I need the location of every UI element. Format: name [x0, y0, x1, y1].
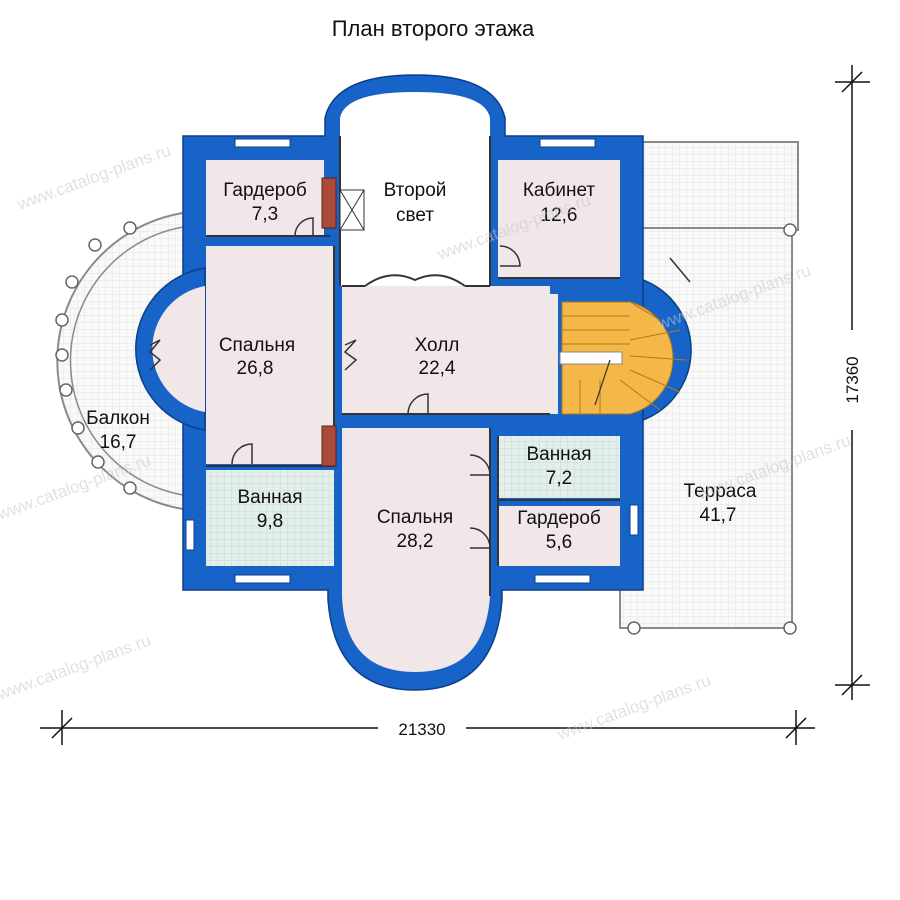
room-garderob1-name: Гардероб [223, 180, 307, 201]
watermark: www.catalog-plans.ru [554, 671, 713, 744]
room-cabinet-name: Кабинет [523, 180, 596, 201]
room-bedroom1-area: 26,8 [237, 358, 274, 379]
room-terrace-name: Терраса [684, 481, 757, 502]
staircase [559, 301, 687, 415]
arched-opening [364, 274, 466, 287]
room-bath1-name: Ванная [237, 487, 302, 508]
watermark: www.catalog-plans.ru [0, 631, 153, 704]
room-garderob1-area: 7,3 [252, 204, 278, 225]
room-garderob2-area: 5,6 [546, 532, 572, 553]
room-balcony-name: Балкон [86, 408, 150, 429]
windows [185, 138, 639, 584]
room-garderob2-name: Гардероб [517, 508, 601, 529]
room-hall-area: 22,4 [419, 358, 456, 379]
balcony-railing-posts [55, 221, 137, 495]
room-bath2-name: Ванная [526, 444, 591, 465]
balcony-area [55, 210, 191, 512]
room-balcony-area: 16,7 [100, 432, 137, 453]
watermark: www.catalog-plans.ru [14, 141, 173, 214]
room-bath1-area: 9,8 [257, 511, 283, 532]
room-hall-name: Холл [415, 335, 460, 356]
room-labels: Гардероб 7,3 Второй свет Кабинет 12,6 Сп… [86, 180, 757, 553]
room-second-light-name: Второй [384, 180, 447, 201]
room-bedroom2-name: Спальня [377, 507, 453, 528]
dimension-height-label: 17360 [843, 356, 862, 403]
terrace-area [619, 141, 799, 635]
doors [148, 217, 691, 549]
room-cabinet-area: 12,6 [541, 205, 578, 226]
room-bedroom1-name: Спальня [219, 335, 295, 356]
room-bedroom2-area: 28,2 [397, 531, 434, 552]
dimension-width-label: 21330 [398, 720, 445, 739]
chimney [321, 177, 365, 467]
room-second-light-name2: свет [396, 205, 434, 226]
room-bath2-area: 7,2 [546, 468, 572, 489]
room-terrace-area: 41,7 [700, 505, 737, 526]
room-floors [206, 92, 620, 672]
plan-title: План второго этажа [332, 16, 535, 41]
bedroom-bay-wall [135, 267, 206, 431]
